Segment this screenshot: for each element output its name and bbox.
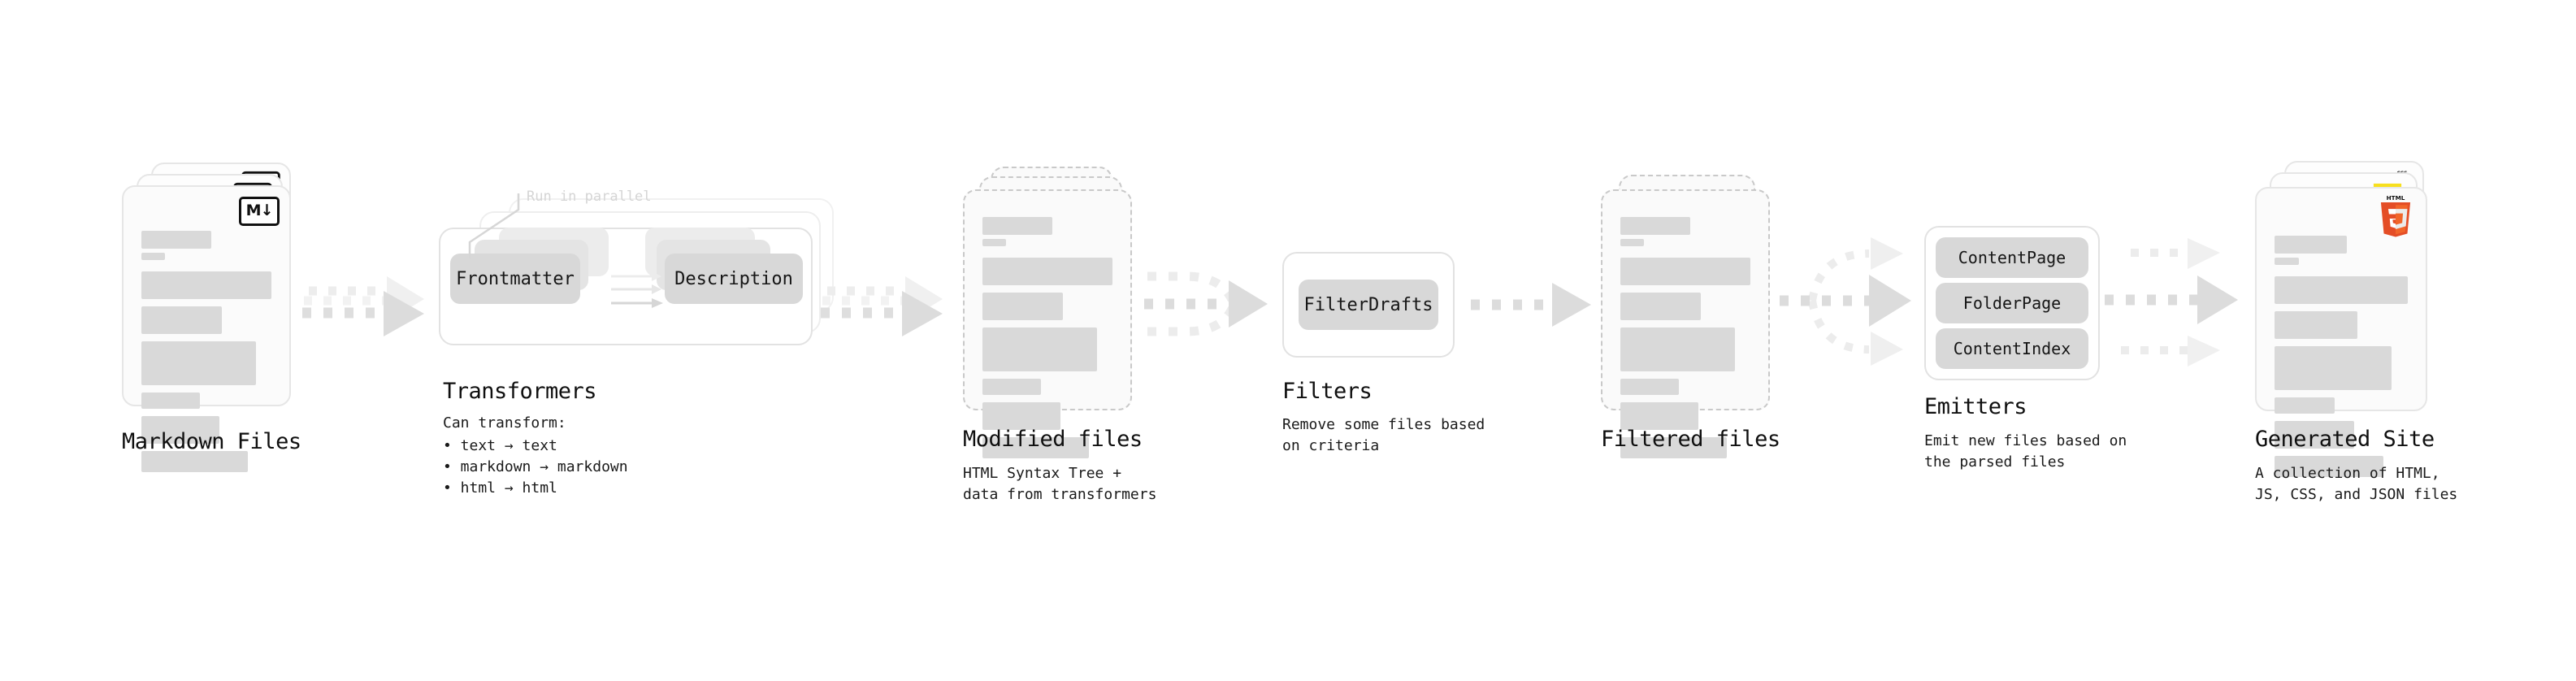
bullets-head: Can transform: [443, 414, 566, 432]
pill-contentindex-label: ContentIndex [1953, 339, 2071, 358]
pill-contentpage[interactable]: ContentPage [1936, 237, 2088, 278]
bullet-text-text: • text → text [443, 437, 557, 455]
pill-folderpage[interactable]: FolderPage [1936, 283, 2088, 323]
pill-folderpage-label: FolderPage [1962, 293, 2062, 313]
pill-description-label: Description [674, 268, 793, 289]
caption-transformers: Transformers [443, 379, 597, 404]
pill-contentpage-label: ContentPage [1958, 248, 2066, 267]
modified-file-stack [963, 167, 1142, 458]
run-in-parallel-bracket [468, 193, 520, 258]
subcaption-generated-site: A collection of HTML, JS, CSS, and JSON … [2255, 465, 2458, 504]
connector-filtered-to-emitters [1780, 237, 1911, 366]
card-placeholder-lines [2275, 236, 2408, 484]
caption-modified-files: Modified files [963, 427, 1143, 452]
caption-generated-site: Generated Site [2255, 427, 2435, 452]
stage-generated-site: CSS HTML [2255, 161, 2442, 477]
card-placeholder-lines [982, 217, 1112, 466]
bullet-html-html: • html → html [443, 479, 557, 497]
bullet-markdown-markdown: • markdown → markdown [443, 458, 628, 476]
generated-card-front: HTML [2255, 187, 2427, 477]
markdown-card-front: M↓ [122, 185, 291, 472]
pill-description[interactable]: Description [665, 254, 803, 304]
markdown-file-stack: M↓ M↓ M↓ [122, 163, 301, 472]
connector-markdown-to-transformers [302, 276, 424, 336]
filtered-card-front [1601, 189, 1770, 458]
modified-card-front [963, 189, 1132, 458]
html5-icon: HTML [2380, 194, 2411, 237]
card-placeholder-lines [141, 231, 271, 479]
generated-site-stack: CSS HTML [2255, 161, 2442, 477]
caption-filters: Filters [1282, 379, 1373, 404]
svg-text:HTML: HTML [2387, 194, 2405, 202]
pill-filterdrafts[interactable]: FilterDrafts [1299, 280, 1438, 330]
markdown-badge: M↓ [239, 197, 280, 226]
connector-filters-to-filtered [1471, 283, 1591, 327]
transformers-bullets: Can transform: • text → text • markdown … [443, 413, 628, 499]
stage-filtered-files [1601, 167, 1780, 458]
connector-modified-to-filters [1144, 271, 1268, 336]
transformer-inner-arrows [611, 271, 663, 308]
card-placeholder-lines [1620, 217, 1750, 466]
subcaption-modified-files: HTML Syntax Tree + data from transformer… [963, 465, 1157, 504]
stage-modified-files [963, 167, 1142, 458]
pill-filterdrafts-label: FilterDrafts [1303, 294, 1433, 315]
connector-emitters-to-site [2105, 238, 2238, 367]
caption-emitters: Emitters [1924, 394, 2027, 419]
label-run-in-parallel: Run in parallel [527, 189, 652, 205]
caption-filtered-files: Filtered files [1601, 427, 1780, 452]
filtered-file-stack [1601, 167, 1780, 458]
pill-contentindex[interactable]: ContentIndex [1936, 328, 2088, 369]
subcaption-emitters: Emit new files based on the parsed files [1924, 432, 2127, 471]
pill-frontmatter[interactable]: Frontmatter [450, 254, 580, 304]
caption-markdown-files: Markdown Files [122, 429, 301, 454]
connector-transformers-to-modified [821, 276, 943, 336]
subcaption-filters: Remove some files based on criteria [1282, 416, 1485, 455]
stage-markdown-files: M↓ M↓ M↓ [122, 163, 301, 472]
pill-frontmatter-label: Frontmatter [456, 268, 575, 289]
